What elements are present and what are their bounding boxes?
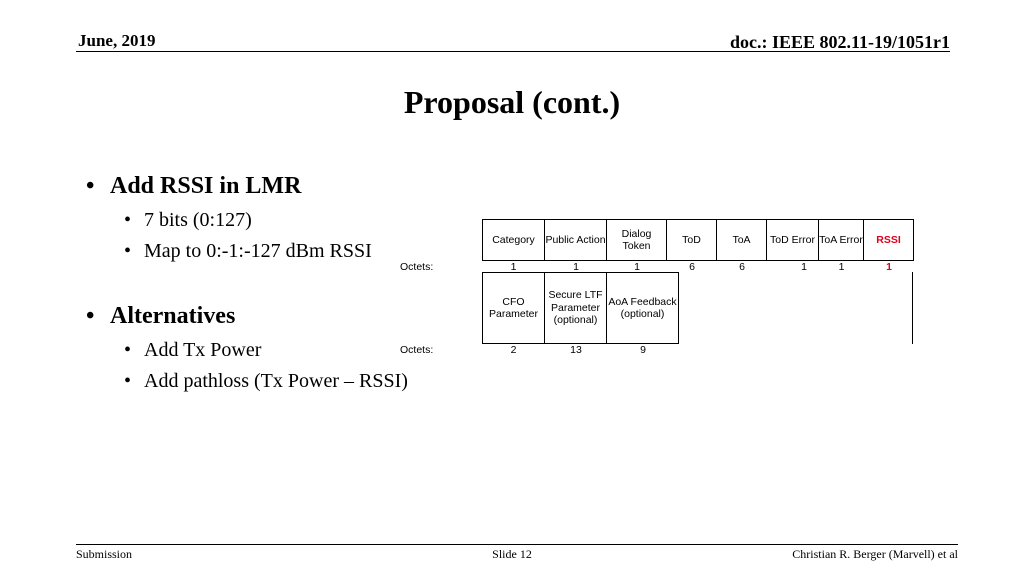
field-category: Category	[482, 219, 545, 261]
sub-bullet-7-bits: •7 bits (0:127)	[124, 209, 252, 231]
header-doc-id: doc.: IEEE 802.11-19/1051r1	[729, 32, 950, 52]
octets-label-2: Octets:	[400, 344, 434, 356]
field-public-action: Public Action	[545, 219, 607, 261]
bullet-alternatives: •Alternatives	[86, 303, 236, 329]
sub-bullet-tx-power: •Add Tx Power	[124, 339, 262, 361]
table2-left-border	[482, 272, 483, 344]
slide-title: Proposal (cont.)	[403, 84, 621, 120]
octets-cfo-parameter: 2	[510, 344, 517, 356]
octets-secure-ltf: 13	[570, 344, 582, 356]
table2-right-border	[912, 272, 913, 344]
field-aoa-feedback: AoA Feedback (optional)	[607, 272, 679, 344]
octets-rssi: 1	[886, 261, 892, 273]
bullet-add-rssi: •Add RSSI in LMR	[86, 173, 302, 199]
octets-aoa-feedback: 9	[640, 344, 646, 356]
footer-divider	[76, 544, 958, 545]
field-toa: ToA	[717, 219, 767, 261]
bullet-alternatives-text: Alternatives	[110, 303, 236, 329]
footer-author: Christian R. Berger (Marvell) et al	[792, 547, 958, 561]
octets-category: 1	[510, 261, 517, 273]
field-dialog-token: Dialog Token	[607, 219, 667, 261]
field-toa-error: ToA Error	[819, 219, 864, 261]
field-cfo-parameter: CFO Parameter	[483, 272, 545, 344]
sub-bullet-pathloss: •Add pathloss (Tx Power – RSSI)	[124, 370, 408, 392]
header-divider	[76, 51, 950, 52]
field-tod: ToD	[667, 219, 717, 261]
sub-bullet-map-rssi-text: Map to 0:-1:-127 dBm RSSI	[144, 240, 372, 262]
header-date: June, 2019	[78, 31, 156, 50]
sub-bullet-map-rssi: •Map to 0:-1:-127 dBm RSSI	[124, 240, 372, 262]
octets-label-1: Octets:	[400, 261, 434, 273]
field-secure-ltf-parameter: Secure LTF Parameter (optional)	[545, 272, 607, 344]
footer-slide-number: Slide 12	[492, 547, 532, 561]
octets-tod-error: 1	[801, 261, 807, 273]
sub-bullet-tx-power-text: Add Tx Power	[144, 339, 262, 361]
octets-toa-error: 1	[838, 261, 845, 273]
field-rssi: RSSI	[864, 219, 914, 261]
octets-dialog-token: 1	[634, 261, 640, 273]
octets-tod: 6	[689, 261, 695, 273]
footer-submission: Submission	[76, 547, 133, 561]
sub-bullet-7-bits-text: 7 bits (0:127)	[144, 209, 252, 231]
bullet-add-rssi-text: Add RSSI in LMR	[110, 173, 302, 199]
octets-toa: 6	[739, 261, 745, 273]
octets-public-action: 1	[573, 261, 579, 273]
field-tod-error: ToD Error	[767, 219, 819, 261]
sub-bullet-pathloss-text: Add pathloss (Tx Power – RSSI)	[144, 370, 408, 392]
